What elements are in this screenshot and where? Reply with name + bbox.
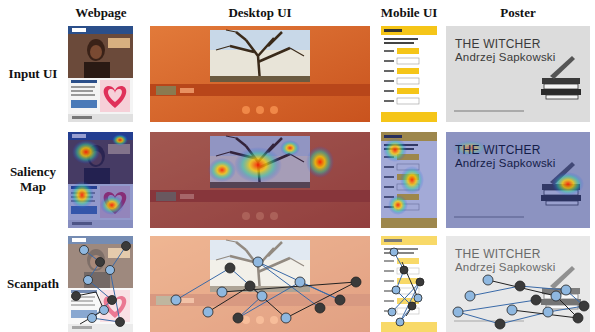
- poster-title: THE WITCHER: [455, 248, 582, 261]
- poster-title: THE WITCHER: [455, 144, 582, 157]
- poster-panel: THE WITCHERAndrzej Sapkowski: [446, 132, 590, 228]
- column-header: Webpage: [56, 6, 146, 21]
- poster-title: THE WITCHER: [455, 38, 582, 51]
- row-label: Saliency Map: [2, 165, 64, 195]
- poster-panel: THE WITCHERAndrzej Sapkowski: [446, 26, 590, 122]
- column-header: Desktop UI: [205, 6, 315, 21]
- column-header: Poster: [478, 6, 558, 21]
- poster-author: Andrzej Sapkowski: [455, 261, 582, 274]
- row-label: Scanpath: [2, 277, 64, 292]
- poster-author: Andrzej Sapkowski: [455, 157, 582, 170]
- poster-author: Andrzej Sapkowski: [455, 51, 582, 64]
- column-header: Mobile UI: [369, 6, 449, 21]
- row-label: Input UI: [2, 67, 64, 82]
- poster-panel: THE WITCHERAndrzej Sapkowski: [446, 236, 590, 332]
